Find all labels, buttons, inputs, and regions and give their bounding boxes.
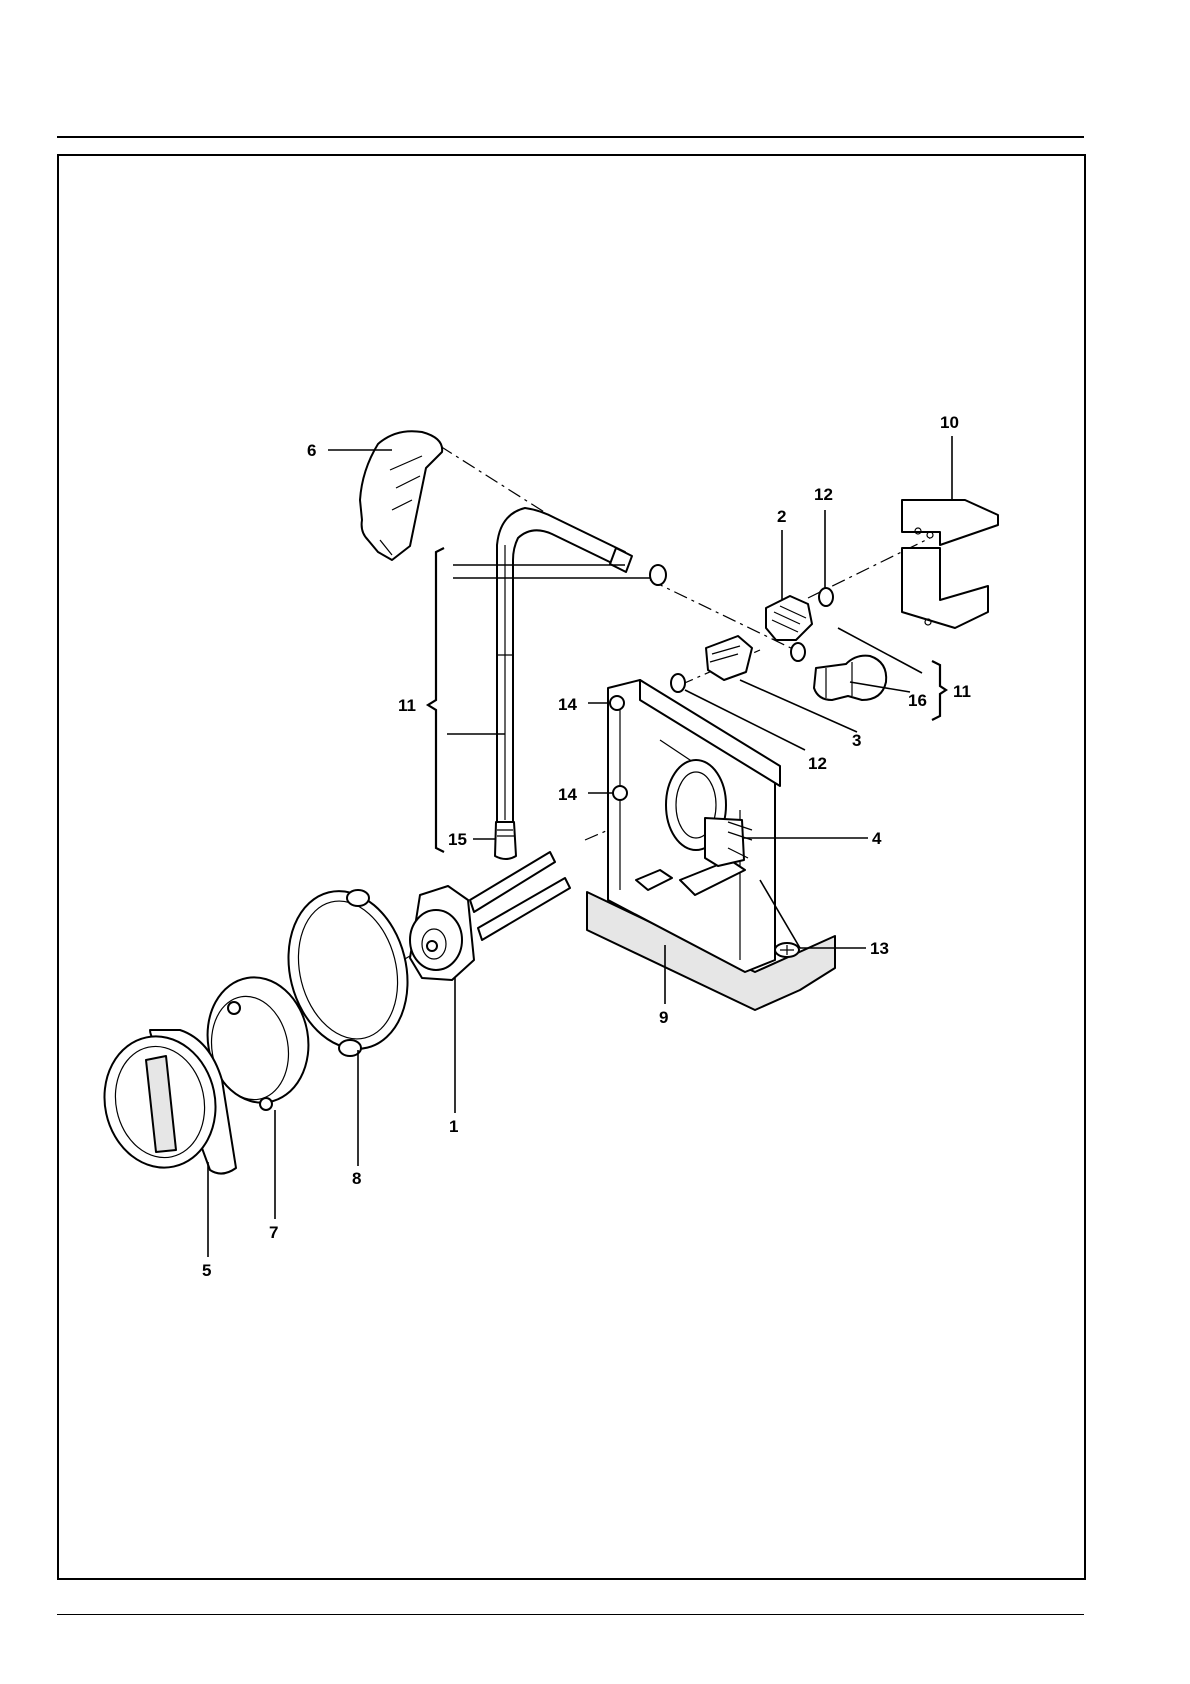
- callout-14-mid: 14: [558, 785, 577, 804]
- callout-10: 10: [940, 413, 959, 432]
- callout-3: 3: [852, 731, 861, 750]
- part-1-heating-element: [410, 852, 570, 980]
- callout-13: 13: [870, 939, 889, 958]
- callout-11-right: 11: [953, 682, 971, 701]
- part-15-sleeve: [495, 822, 516, 859]
- part-13-screw: [775, 943, 799, 957]
- part-2-connector: [766, 596, 812, 640]
- part-16-elbow-fitting: [814, 656, 886, 700]
- callout-2: 2: [777, 507, 786, 526]
- callout-4: 4: [872, 829, 882, 848]
- callout-11-left: 11: [398, 696, 416, 715]
- callout-5: 5: [202, 1261, 211, 1280]
- leader-lines: [208, 436, 952, 1257]
- callout-14-top: 14: [558, 695, 577, 714]
- callout-7: 7: [269, 1223, 278, 1242]
- callout-6: 6: [307, 441, 316, 460]
- part-3-coupling: [706, 636, 752, 680]
- callout-9: 9: [659, 1008, 668, 1027]
- part-10-bracket: [902, 500, 998, 628]
- callout-15: 15: [448, 830, 467, 849]
- callout-8: 8: [352, 1169, 361, 1188]
- callout-16: 16: [908, 691, 927, 710]
- callout-1: 1: [449, 1117, 458, 1136]
- callout-12-top: 12: [814, 485, 833, 504]
- callout-12-mid: 12: [808, 754, 827, 773]
